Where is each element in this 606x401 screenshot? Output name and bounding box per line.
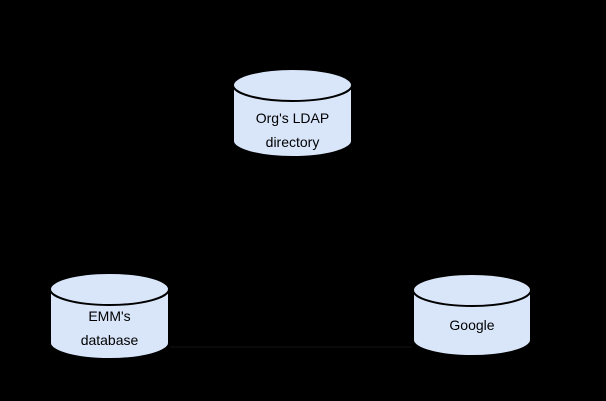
connector-line-emm-google [170, 346, 412, 348]
database-cylinder-icon [49, 272, 170, 360]
database-cylinder-icon [232, 68, 353, 158]
database-cylinder-icon [412, 273, 532, 357]
node-google: Google [412, 273, 532, 357]
node-ldap-directory: Org's LDAP directory [232, 68, 353, 158]
node-emm-database: EMM's database [49, 272, 170, 360]
